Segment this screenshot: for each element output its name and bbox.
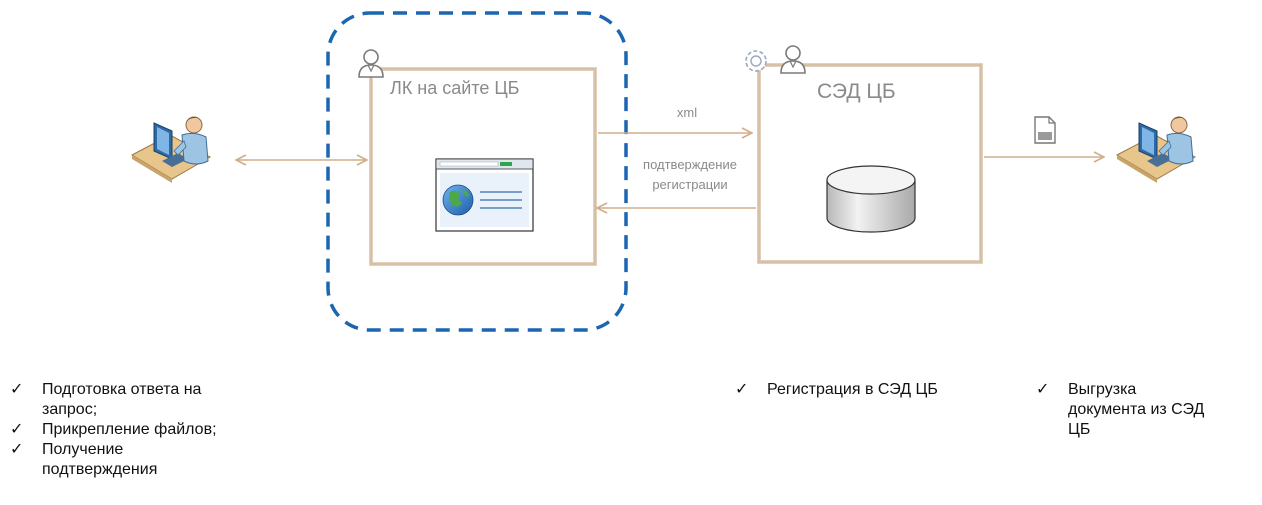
user-workstation-left-icon xyxy=(131,116,211,184)
checklist-item: ✓ Получение подтверждения xyxy=(10,441,158,478)
edge-label-confirmation-1: подтверждение xyxy=(643,157,737,172)
browser-globe-icon xyxy=(435,158,534,232)
checklist-registration: ✓ Регистрация в СЭД ЦБ xyxy=(733,380,993,400)
checklist-item: ✓ Регистрация в СЭД ЦБ xyxy=(735,381,938,398)
lk-dashed-boundary xyxy=(326,11,628,332)
sed-title: СЭД ЦБ xyxy=(817,80,896,103)
check-icon: ✓ xyxy=(10,381,24,398)
lk-person-icon xyxy=(358,49,384,78)
checklist-export: ✓ Выгрузка документа из СЭД ЦБ xyxy=(1034,380,1254,440)
checklist-user: ✓ Подготовка ответа на запрос; ✓ Прикреп… xyxy=(8,380,308,480)
gear-icon xyxy=(745,50,767,72)
check-icon: ✓ xyxy=(1036,381,1050,398)
checklist-item: ✓ Подготовка ответа на запрос; xyxy=(10,381,202,418)
lk-title: ЛК на сайте ЦБ xyxy=(390,78,520,98)
check-icon: ✓ xyxy=(10,421,24,438)
checklist-item: ✓ Выгрузка документа из СЭД ЦБ xyxy=(1036,381,1205,438)
sed-person-icon xyxy=(780,45,806,74)
database-cylinder-icon xyxy=(826,165,916,233)
edge-label-confirmation-2: регистрации xyxy=(652,177,727,192)
checklist-item: ✓ Прикрепление файлов; xyxy=(10,421,217,438)
user-workstation-right-icon xyxy=(1116,116,1196,184)
document-icon xyxy=(1034,116,1056,144)
edge-label-xml: xml xyxy=(677,105,697,120)
check-icon: ✓ xyxy=(735,381,749,398)
check-icon: ✓ xyxy=(10,441,24,458)
